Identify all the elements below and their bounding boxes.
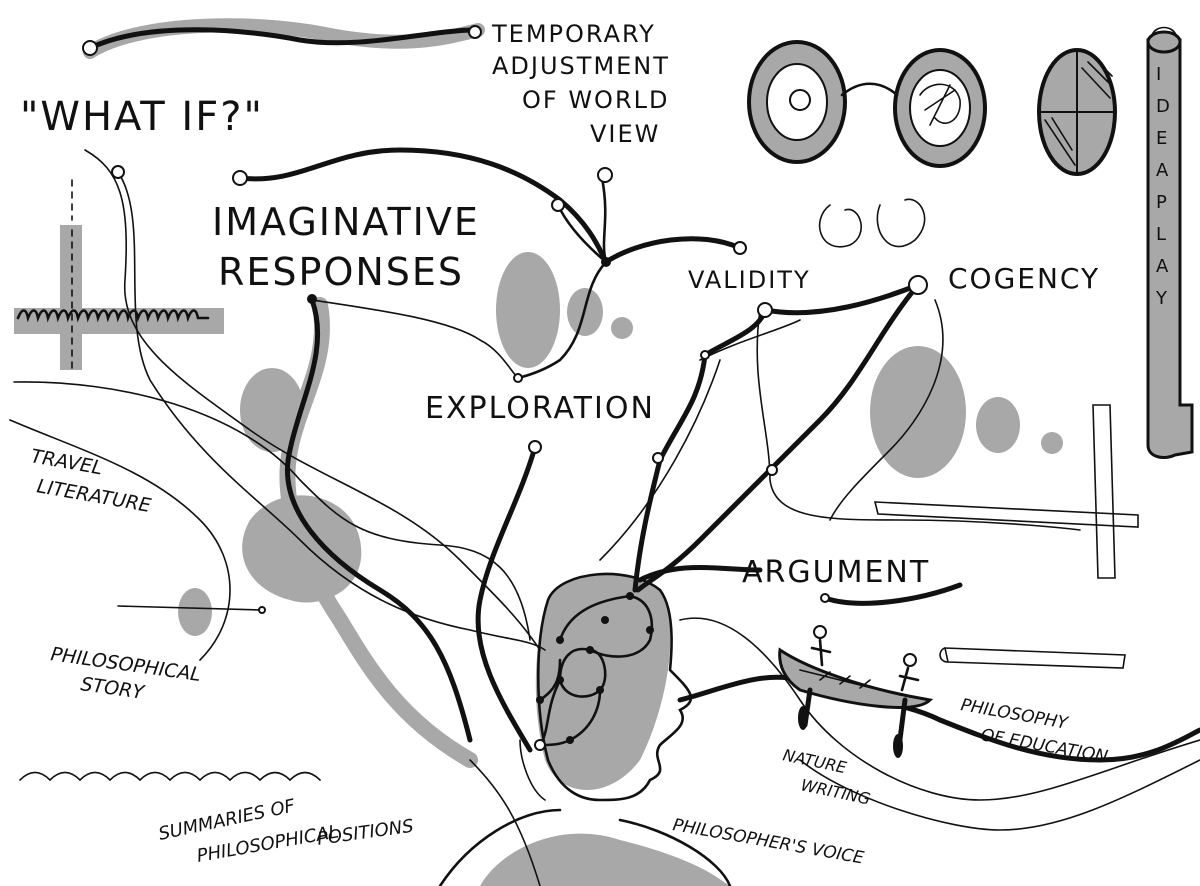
label-imaginative: IMAGINATIVE bbox=[212, 200, 480, 244]
label-exploration: EXPLORATION bbox=[425, 391, 655, 426]
node-cogency bbox=[909, 276, 927, 294]
label-temporary-4: VIEW bbox=[590, 120, 660, 148]
label-summaries-3: POSITIONS bbox=[316, 816, 415, 850]
grey-dot-right bbox=[1041, 432, 1063, 454]
ideaplay-letter: A bbox=[1156, 256, 1170, 277]
label-responses: RESPONSES bbox=[218, 250, 464, 294]
grey-blob-right-small bbox=[976, 397, 1020, 453]
label-education-1: PHILOSOPHY bbox=[959, 695, 1070, 734]
grey-oval-story bbox=[178, 588, 212, 636]
label-cogency: COGENCY bbox=[948, 262, 1100, 295]
node-junction4 bbox=[767, 465, 777, 475]
ideaplay-letter: I bbox=[1156, 64, 1163, 85]
grey-dot-center bbox=[611, 317, 633, 339]
node-junction2 bbox=[701, 351, 709, 359]
label-travel: TRAVEL bbox=[29, 445, 104, 479]
node-mid2 bbox=[598, 168, 612, 182]
label-temporary-1: TEMPORARY bbox=[491, 20, 656, 48]
canoe-icon bbox=[780, 626, 930, 758]
node-temporary bbox=[469, 26, 481, 38]
node-mid3 bbox=[734, 242, 746, 254]
node-junction3 bbox=[653, 453, 663, 463]
label-nature: NATURE bbox=[781, 745, 849, 777]
label-validity: VALIDITY bbox=[688, 266, 811, 294]
node-validity bbox=[758, 303, 772, 317]
label-philosophical-story-2: STORY bbox=[79, 673, 146, 704]
node-exploration bbox=[529, 441, 541, 453]
ideaplay-letter: A bbox=[1156, 160, 1170, 181]
ideaplay-letter: L bbox=[1156, 224, 1168, 245]
ideaplay-letter: Y bbox=[1155, 288, 1169, 309]
grey-blobs bbox=[14, 25, 1063, 886]
node-imaginative bbox=[233, 171, 247, 185]
label-temporary-2: ADJUSTMENT bbox=[492, 52, 670, 80]
grey-shoulders bbox=[480, 834, 730, 886]
label-argument: ARGUMENT bbox=[742, 555, 930, 590]
node-mid1 bbox=[552, 199, 564, 211]
ideaplay-letter: P bbox=[1156, 192, 1169, 213]
label-what-if: "WHAT IF?" bbox=[20, 94, 264, 140]
ideaplay-letter: D bbox=[1156, 96, 1172, 117]
label-writing: WRITING bbox=[799, 775, 872, 808]
node-what-if bbox=[83, 41, 97, 55]
ideaplay-letter: E bbox=[1156, 128, 1169, 149]
label-temporary-3: OF WORLD bbox=[522, 86, 669, 114]
grey-bar-left bbox=[60, 225, 82, 370]
glasses-icon bbox=[749, 42, 1115, 247]
label-literature: LITERATURE bbox=[35, 475, 152, 517]
grey-blob-center bbox=[496, 252, 560, 368]
ideaplay-column bbox=[1148, 28, 1192, 458]
node-argument bbox=[821, 594, 829, 602]
node-story bbox=[259, 607, 265, 613]
grey-blob-right bbox=[870, 346, 966, 478]
label-philosophers-voice: PHILOSOPHER'S VOICE bbox=[671, 815, 865, 868]
node-responses bbox=[307, 294, 317, 304]
left-ruler bbox=[18, 180, 208, 370]
node-exploration-top bbox=[514, 374, 522, 382]
node-junction bbox=[601, 257, 611, 267]
label-education-2: OF EDUCATION bbox=[979, 725, 1109, 767]
node-left bbox=[112, 166, 124, 178]
